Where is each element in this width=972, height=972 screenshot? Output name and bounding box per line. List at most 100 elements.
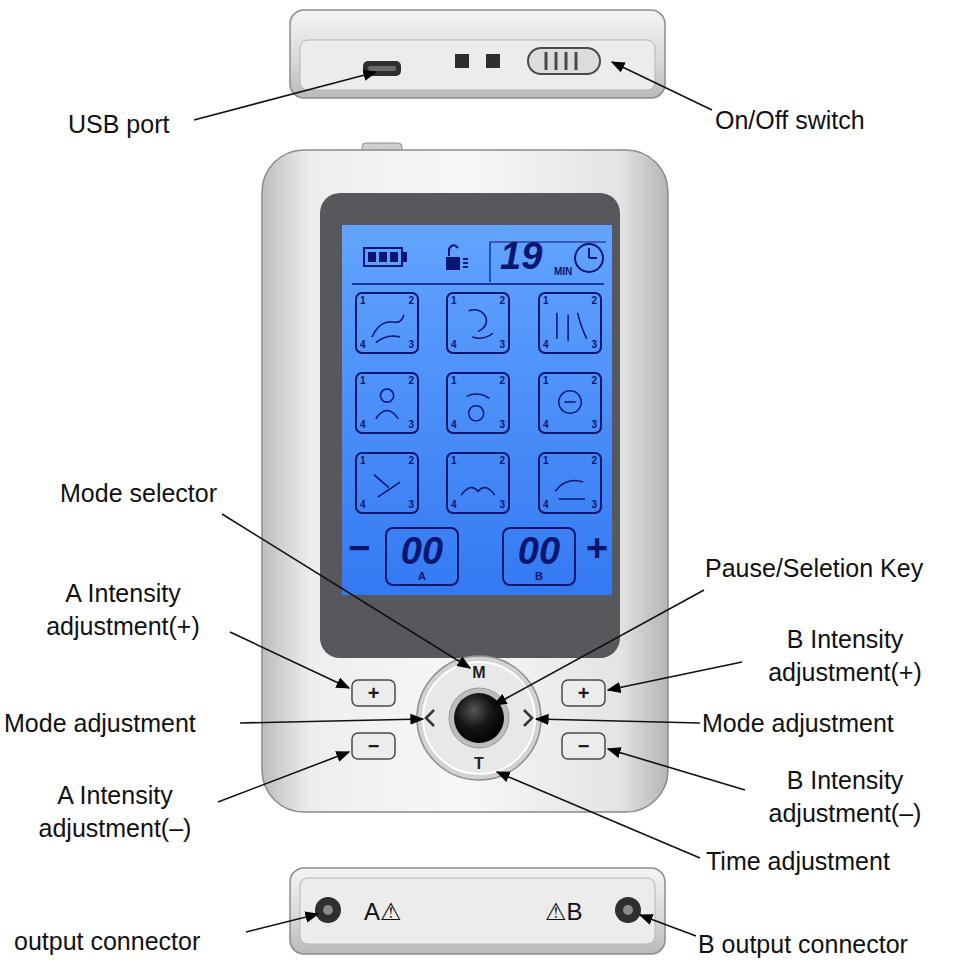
lcd-readout: + [586, 529, 608, 567]
program-icon: 1243 [355, 292, 419, 354]
electrode-number: 4 [451, 420, 457, 430]
top-face [300, 40, 655, 90]
lock-icon [449, 245, 458, 256]
control-ring [417, 656, 541, 780]
bottom-view [290, 868, 665, 954]
program-icon: 1243 [355, 452, 419, 514]
switch-ridges [546, 52, 576, 70]
body-pictogram [448, 374, 508, 432]
intensity-value: B [535, 571, 543, 582]
body-pictogram [540, 454, 600, 512]
callout-label: Time adjustment [706, 845, 890, 878]
body-pictogram [467, 394, 489, 421]
button [562, 680, 605, 706]
bottom-face [300, 878, 655, 944]
electrode-number: 3 [499, 500, 505, 510]
clock-icon [575, 244, 603, 272]
body-pictogram [448, 454, 508, 512]
intensity-display: 00B [502, 527, 576, 586]
body-pictogram [372, 315, 404, 343]
leader-line [218, 752, 349, 802]
body-pictogram [555, 481, 585, 499]
body-pictogram [540, 374, 600, 432]
electrode-number: 3 [499, 420, 505, 430]
control-ring: MT [417, 656, 541, 780]
electrode-number: 2 [499, 376, 505, 386]
battery-icon [364, 248, 402, 266]
led-window [486, 54, 500, 68]
callout-label: Pause/Seletion Key [705, 552, 923, 585]
callout-label: A Intensity adjustment(–) [10, 779, 220, 844]
leader-line [536, 719, 700, 723]
leader-line [608, 662, 742, 690]
electrode-number: 1 [543, 456, 549, 466]
intensity-button: − [352, 733, 395, 759]
electrode-number: 2 [591, 296, 597, 306]
button-glyph: M [417, 665, 541, 681]
electrode-number: 1 [543, 376, 549, 386]
header-rule [352, 283, 604, 285]
button-glyph: + [368, 683, 380, 703]
callout-label: Mode adjustment [4, 707, 196, 740]
chevron-left [426, 710, 434, 726]
electrode-number: 3 [591, 340, 597, 350]
callout-label: B Intensity adjustment(–) [740, 764, 950, 829]
lcd-header-icons [352, 242, 606, 284]
button [352, 680, 395, 706]
lcd-readout: − [348, 529, 370, 567]
electrode-number: 2 [591, 376, 597, 386]
electrode-number: 2 [408, 296, 414, 306]
output-jack [323, 905, 333, 915]
body-pictogram [374, 475, 400, 497]
electrode-number: 3 [408, 340, 414, 350]
electrode-number: 1 [543, 296, 549, 306]
electrode-number: 4 [543, 340, 549, 350]
body-pictogram [557, 313, 587, 341]
leader-line [608, 749, 745, 790]
body-pictogram [357, 294, 417, 352]
top-view [290, 10, 665, 98]
on-off-switch [528, 48, 600, 74]
electrode-number: 2 [499, 296, 505, 306]
device-front [262, 143, 668, 812]
output-jack [315, 897, 341, 923]
lock-icon [446, 257, 460, 270]
button-glyph: + [578, 683, 590, 703]
callout-label: On/Off switch [715, 104, 865, 137]
button-glyph: − [368, 736, 380, 756]
button-glyph: T [417, 756, 541, 772]
body-pictogram [376, 389, 398, 419]
electrode-number: 4 [543, 500, 549, 510]
body-pictogram [357, 454, 417, 512]
battery-icon [402, 253, 406, 261]
leader-lines [194, 62, 745, 936]
intensity-display: 00A [385, 527, 459, 586]
top-housing [290, 10, 665, 98]
button [352, 733, 395, 759]
electrode-number: 2 [408, 376, 414, 386]
button [562, 733, 605, 759]
intensity-button: − [562, 733, 605, 759]
electrode-number: 1 [360, 456, 366, 466]
leader-line [230, 632, 349, 688]
callout-label: B output connector [698, 928, 908, 961]
program-icon: 1 2 4 3 [538, 292, 602, 354]
callout-label: USB port [68, 108, 169, 141]
electrode-number: 1 [360, 296, 366, 306]
program-icon: 1243 [446, 452, 510, 514]
battery-bar [390, 252, 398, 262]
clock-icon [589, 248, 597, 258]
electrode-number: 3 [408, 420, 414, 430]
leader-line [497, 772, 700, 858]
control-ring [417, 656, 541, 780]
callout-label: output connector [14, 925, 200, 958]
leader-line [612, 62, 712, 110]
electrode-number: 2 [408, 456, 414, 466]
electrode-number: 1 [451, 296, 457, 306]
intensity-button: + [562, 680, 605, 706]
electrode-number: 3 [591, 500, 597, 510]
electrode-number: 1 [451, 456, 457, 466]
electrode-number: 1 [360, 376, 366, 386]
electrode-number: 2 [591, 456, 597, 466]
